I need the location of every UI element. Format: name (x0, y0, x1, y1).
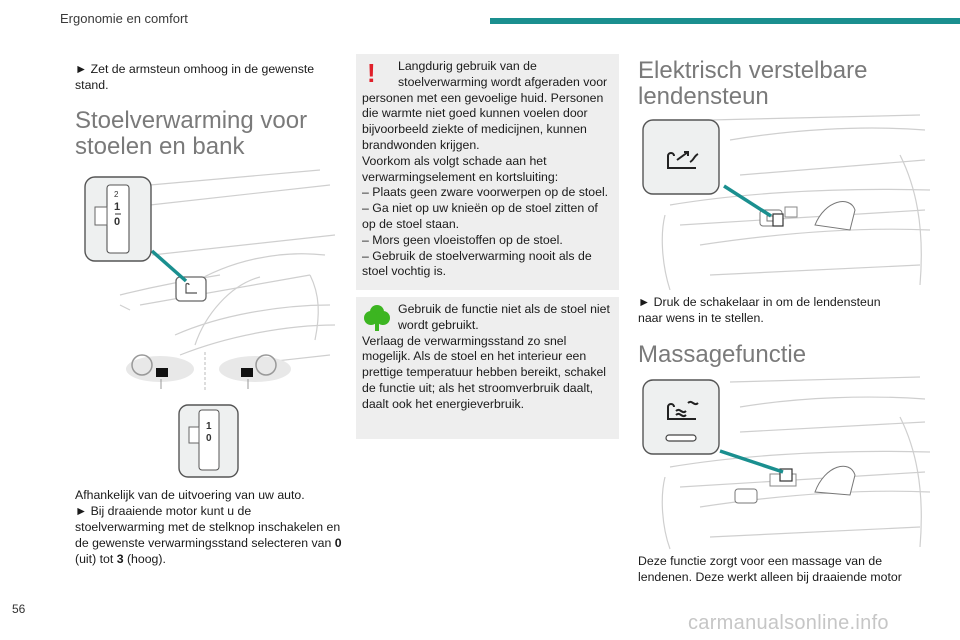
header-accent-bar (490, 18, 960, 24)
switch-label-1: 1 (114, 201, 120, 213)
lumbar-step: ► Druk de schakelaar in om de lendensteu… (638, 295, 881, 325)
page-number: 56 (12, 602, 26, 616)
warning-icon: ! (367, 58, 376, 88)
eco-tip-box: Gebruik de functie niet als de stoel nie… (356, 297, 619, 439)
seat-heating-text: Afhankelijk van de uitvoering van uw aut… (75, 487, 343, 567)
switch2-label-1: 1 (206, 421, 212, 432)
switch-label-0: 0 (114, 216, 120, 228)
switch2-label-0: 0 (206, 433, 212, 444)
warning-item: – Gebruik de stoelverwarming nooit als d… (362, 248, 592, 279)
warning-item: – Plaats geen zware voorwerpen op de sto… (362, 185, 609, 200)
warning-item: – Mors geen vloeistoffen op de stoel. (362, 232, 563, 247)
armrest-step: ► Zet de armsteun omhoog in de gewenste … (75, 62, 315, 92)
warning-item: – Ga niet op uw knieën op de stoel zitte… (362, 201, 598, 231)
seat-heating-illustration: 2 1 0 1 0 (84, 169, 336, 478)
warning-box: ! Langdurig gebruik van de stoelverwarmi… (356, 54, 619, 290)
lumbar-heading: Elektrisch verstelbare lendensteun (638, 57, 868, 110)
version-note: Afhankelijk van de uitvoering van uw aut… (75, 488, 305, 502)
tree-icon (364, 305, 390, 331)
massage-illustration (642, 376, 931, 550)
seat-heating-heading: Stoelverwarming voor stoelen en bank (75, 107, 308, 160)
massage-text: Deze functie zorgt voor een massage van … (638, 554, 902, 584)
switch-label-2: 2 (114, 190, 119, 199)
running-header: Ergonomie en comfort (60, 11, 188, 26)
seat-heating-instruction: ► Bij draaiende motor kunt u de stoelver… (75, 504, 342, 566)
watermark: carmanualsonline.info (688, 612, 889, 634)
massage-heading: Massagefunctie (638, 341, 807, 368)
lumbar-illustration (642, 114, 931, 291)
